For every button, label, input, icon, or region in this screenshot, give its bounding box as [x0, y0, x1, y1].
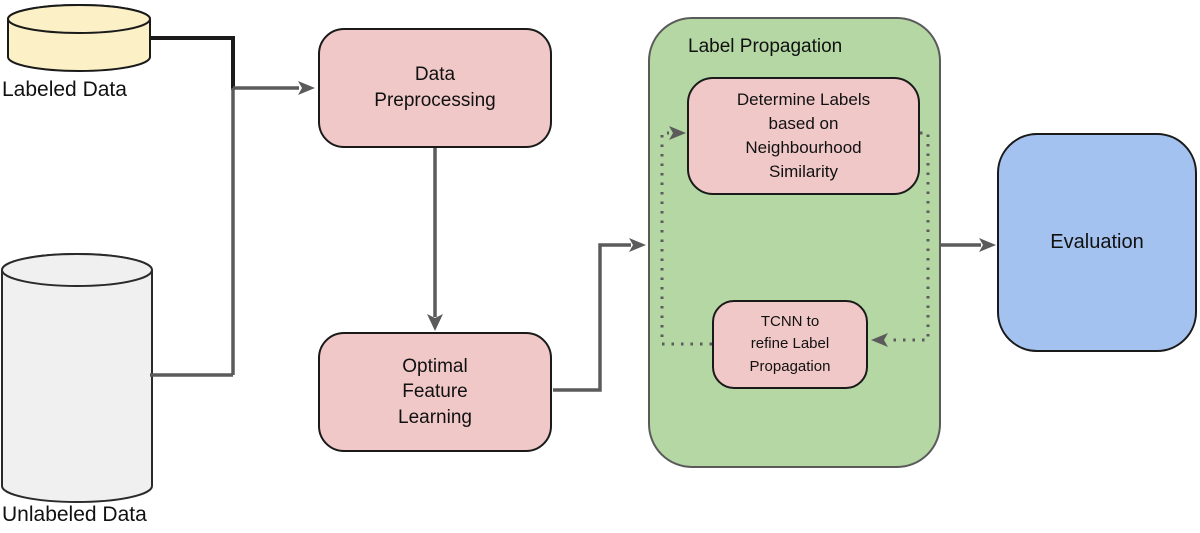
unlabeled-data-cylinder-icon — [1, 253, 153, 503]
arrowhead-into-determine-labels — [669, 126, 686, 140]
evaluation-node: Evaluation — [997, 133, 1197, 352]
labeled-data-label: Labeled Data — [2, 78, 127, 101]
determine-labels-node: Determine Labels based on Neighbourhood … — [687, 77, 920, 195]
connector-labeled-data-to-junction — [150, 36, 235, 90]
optimal-feature-learning-node: Optimal Feature Learning — [318, 332, 552, 452]
arrowhead-into-preprocessing — [298, 81, 315, 95]
arrowhead-into-feature-learning — [427, 314, 443, 331]
tcnn-refine-node: TCNN to refine Label Propagation — [712, 300, 868, 389]
arrow-feature-learning-to-label-propagation — [553, 243, 631, 392]
arrowhead-into-label-propagation — [629, 238, 646, 252]
unlabeled-data-label: Unlabeled Data — [2, 503, 147, 526]
arrowhead-into-tcnn — [871, 333, 888, 347]
label-propagation-title: Label Propagation — [688, 36, 843, 57]
arrowhead-into-evaluation — [979, 238, 996, 252]
labeled-data-cylinder-icon — [7, 4, 151, 72]
data-preprocessing-node: Data Preprocessing — [318, 28, 552, 148]
